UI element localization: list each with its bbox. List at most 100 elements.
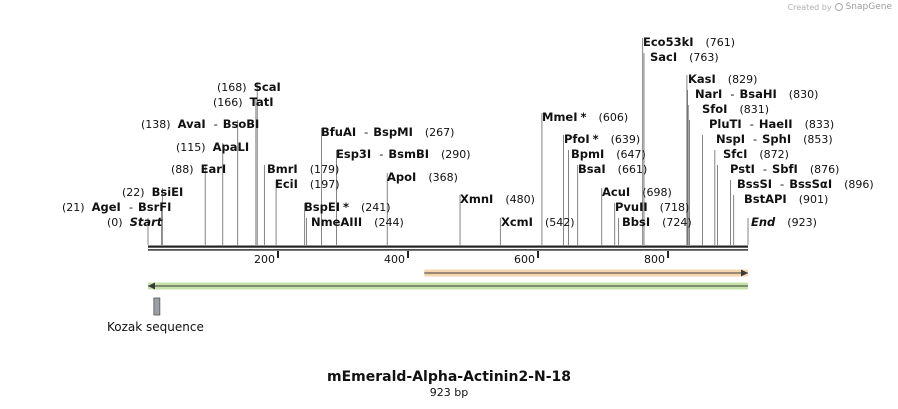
svg-text:ApoI: ApoI [387,170,416,184]
svg-text:-: - [763,162,767,176]
svg-text:(830): (830) [789,88,819,101]
svg-text:KasI: KasI [688,72,716,86]
site-agei[interactable]: (21)AgeI-BsrFI [62,200,171,214]
svg-text:ApaLI: ApaLI [213,140,250,154]
svg-text:EciI: EciI [275,177,298,191]
svg-text:(179): (179) [310,163,340,176]
orf-track-reverse[interactable] [148,282,748,290]
svg-text:PvuII: PvuII [615,200,648,214]
site-ecii[interactable]: EciI(197) [275,177,340,191]
site-nari[interactable]: NarI-BsaHI (830) [695,87,818,101]
site-xmni[interactable]: XmnI(480) [460,192,535,206]
svg-text:BspEI: BspEI [304,200,340,214]
site-avai[interactable]: (138)AvaI-BsoBI [141,117,259,131]
site-sfci[interactable]: SfcI(872) [723,147,789,161]
svg-text:-: - [753,132,757,146]
feature-kozak-sequence[interactable] [153,297,161,316]
site-scai[interactable]: (168)ScaI [217,80,281,94]
svg-text:EarI: EarI [201,162,227,176]
svg-text:BspMI: BspMI [373,125,413,139]
svg-text:(21): (21) [62,201,85,214]
orf-tracks [148,269,748,290]
svg-text:(290): (290) [441,148,471,161]
site-eari[interactable]: (88) EarI [171,162,226,176]
site-sfoi[interactable]: SfoI(831) [702,102,769,116]
svg-text:MmeI: MmeI [542,110,578,124]
feature-label-kozak[interactable]: Kozak sequence [107,320,204,334]
site-bsai[interactable]: BsaI (661) [578,162,647,176]
svg-text:(661): (661) [618,163,648,176]
svg-text:(647): (647) [616,148,646,161]
site-tati[interactable]: (166)TatI [213,95,274,109]
orf-track-forward[interactable] [424,269,748,277]
site-eco53ki[interactable]: Eco53kI(761) [643,35,735,49]
site-bsiei[interactable]: (22)BsiEI [122,185,183,199]
svg-text:*: * [343,200,349,214]
svg-text:Start: Start [130,215,163,229]
svg-text:SphI: SphI [762,132,791,146]
svg-text:AcuI: AcuI [602,185,630,199]
svg-text:ScaI: ScaI [254,80,281,94]
svg-text:(241): (241) [361,201,391,214]
svg-text:(138): (138) [141,118,171,131]
site-pvuii[interactable]: PvuII (718) [615,200,689,214]
ruler-tick-label: 600 [514,253,535,266]
site-apoi[interactable]: ApoI(368) [387,170,458,184]
site-end[interactable]: End (923) [751,215,817,229]
site-nmeaiii[interactable]: NmeAIII(244) [311,215,404,229]
svg-text:-: - [129,200,133,214]
svg-text:(853): (853) [803,133,833,146]
ruler-tick-label: 400 [384,253,405,266]
site-acui[interactable]: AcuI (698) [602,185,672,199]
svg-text:(698): (698) [642,186,672,199]
svg-text:NspI: NspI [716,132,745,146]
svg-text:(22): (22) [122,186,145,199]
svg-text:(88): (88) [171,163,194,176]
svg-text:NarI: NarI [695,87,722,101]
site-bspei[interactable]: BspEI* (241) [304,200,391,214]
site-bstapi[interactable]: BstAPI(901) [744,192,828,206]
svg-text:-: - [364,125,368,139]
feature-track [153,297,161,316]
svg-text:-: - [214,117,218,131]
svg-text:*: * [581,110,587,124]
site-bfuai[interactable]: BfuAI-BspMI(267) [321,125,454,139]
svg-text:PstI: PstI [730,162,755,176]
svg-text:(896): (896) [844,178,874,191]
svg-text:TatI: TatI [250,95,274,109]
site-bbsi[interactable]: BbsI(724) [622,215,692,229]
site-mmei[interactable]: MmeI* (606) [542,110,628,124]
svg-text:End: End [751,215,776,229]
site-start[interactable]: (0)Start [107,215,163,229]
svg-text:BbsI: BbsI [622,215,650,229]
site-bpmi[interactable]: BpmI(647) [571,147,646,161]
site-bmri[interactable]: BmrI (179) [267,162,339,176]
site-bsssi[interactable]: BssSI-BssSαI(896) [737,177,874,191]
svg-text:Esp3I: Esp3I [336,147,371,161]
svg-text:AgeI: AgeI [92,200,121,214]
svg-text:(763): (763) [689,51,719,64]
svg-text:(606): (606) [599,111,629,124]
site-apali[interactable]: (115)ApaLI [176,140,249,154]
site-nspi[interactable]: NspI-SphI (853) [716,132,833,146]
svg-text:(923): (923) [787,216,817,229]
svg-text:BsaHI: BsaHI [740,87,777,101]
svg-text:(718): (718) [660,201,690,214]
svg-text:-: - [730,87,734,101]
svg-text:BmrI: BmrI [267,162,298,176]
site-psti[interactable]: PstI-SbfI(876) [730,162,839,176]
svg-text:XcmI: XcmI [501,215,533,229]
site-saci[interactable]: SacI(763) [650,50,719,64]
svg-text:BsaI: BsaI [578,162,606,176]
site-pluti[interactable]: PluTI-HaeII(833) [709,117,834,131]
site-kasi[interactable]: KasI(829) [688,72,757,86]
credit-brand: SnapGene [845,2,892,12]
site-pfoi[interactable]: PfoI*(639) [564,132,640,146]
site-esp3i[interactable]: Esp3I-BsmBI(290) [336,147,471,161]
site-xcmi[interactable]: XcmI(542) [501,215,575,229]
svg-text:BsoBI: BsoBI [223,117,260,131]
svg-text:(833): (833) [805,118,835,131]
sequence-title: mEmerald-Alpha-Actinin2-N-18 [326,369,571,385]
svg-text:(876): (876) [810,163,840,176]
